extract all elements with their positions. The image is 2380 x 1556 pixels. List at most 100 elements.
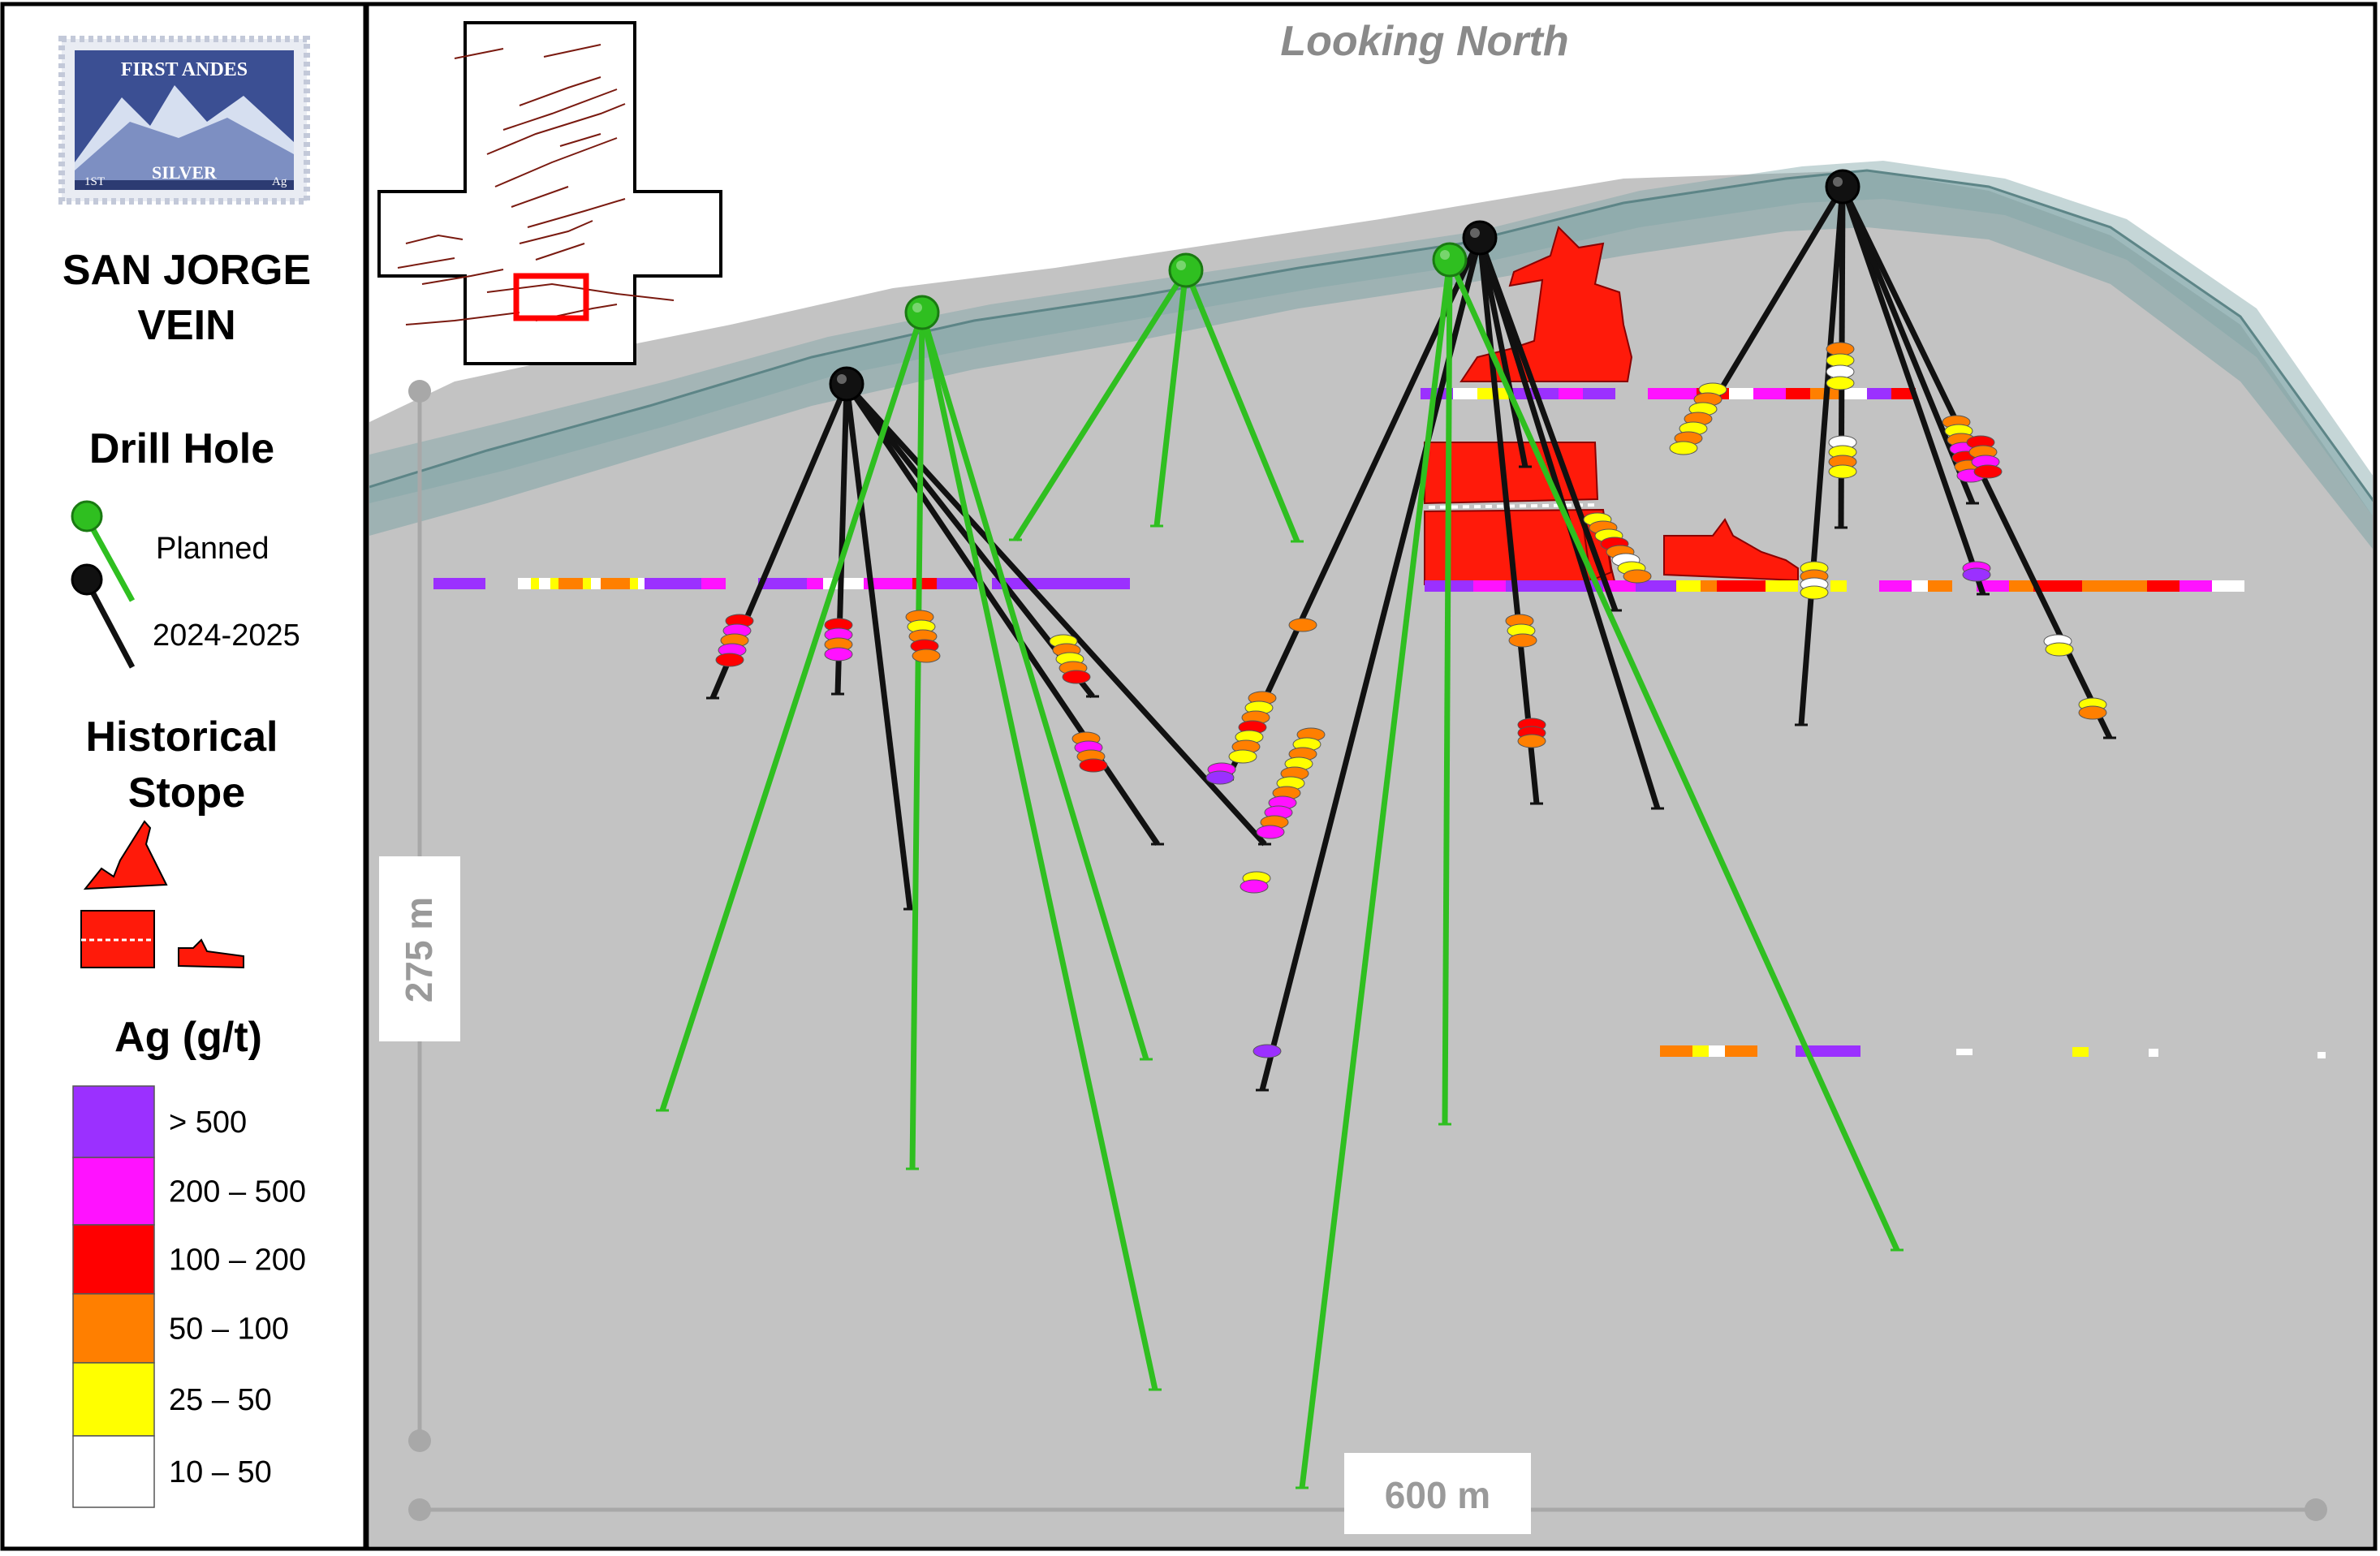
logo-corner-right: Ag [272, 175, 287, 188]
drilled-collar-highlight [1470, 228, 1480, 238]
drilled-collar [829, 366, 864, 402]
channel-sample [2072, 1047, 2089, 1057]
intercept-disc [1517, 734, 1546, 748]
drill-hole-trace [1477, 237, 1528, 468]
stope-heading-line1: Historical [86, 713, 278, 761]
intercept-disc [1205, 770, 1235, 785]
channel-sample [518, 578, 531, 589]
drill-collars [829, 169, 1860, 402]
view-direction-label: Looking North [1280, 18, 1568, 65]
channel-sample [1952, 580, 1977, 592]
channel-sample [539, 578, 550, 589]
drill-hole-trace [844, 381, 1267, 847]
channel-sample [2180, 580, 2212, 592]
intercept-disc [1288, 618, 1317, 632]
channel-sample [1843, 388, 1867, 399]
channel-sample [1741, 1045, 1757, 1057]
channel-sample [1636, 580, 1676, 592]
drilled-hole-symbol-line [84, 581, 136, 669]
stope-heading-line2: Stope [128, 769, 245, 817]
channel-sample [912, 578, 937, 589]
intercept-disc [1973, 464, 2003, 479]
channel-sample [1603, 580, 1636, 592]
drilled-hole-label: 2024-2025 [153, 619, 300, 653]
channel-sample [1709, 1045, 1725, 1057]
channel-sample [1421, 388, 1453, 399]
drilled-collar-highlight [1833, 177, 1843, 187]
stope-symbol [80, 820, 244, 969]
channel-sample [1891, 388, 1916, 399]
intercept-disc [1062, 670, 1091, 684]
channel-sample [2317, 1052, 2326, 1058]
channel-sample [1879, 580, 1912, 592]
planned-collar-highlight [1176, 261, 1186, 270]
horizontal-scale-label: 600 m [1385, 1474, 1490, 1516]
planned-collar-highlight [912, 303, 922, 312]
drill-hole-heading: Drill Hole [89, 425, 274, 472]
drilled-collar [1462, 220, 1498, 256]
channel-sample [583, 578, 591, 589]
assay-intercepts [715, 342, 2107, 1058]
channel-sample [1867, 388, 1891, 399]
grade-swatch [72, 1293, 155, 1364]
topography-line [369, 169, 2373, 502]
logo-bottom-text: SILVER [152, 162, 218, 183]
grade-label: 25 – 50 [169, 1383, 272, 1417]
channel-sample [1676, 580, 1701, 592]
grade-label: 100 – 200 [169, 1244, 306, 1278]
drill-hole-trace [919, 311, 1149, 1061]
grade-swatch [72, 1362, 155, 1437]
channel-sample [638, 578, 645, 589]
grade-label: 10 – 50 [169, 1455, 272, 1489]
channel-sample [531, 578, 539, 589]
legend-panel [0, 2, 368, 1551]
location-inset-map [377, 21, 722, 365]
drilled-hole-symbol-collar [71, 563, 103, 596]
drill-hole-trace [1183, 269, 1300, 543]
drill-hole-trace [1153, 269, 1189, 527]
channel-sample [550, 578, 558, 589]
channel-sample [1583, 388, 1615, 399]
intercept-disc [1962, 567, 1991, 582]
channel-sample [2082, 580, 2147, 592]
grade-swatch [72, 1435, 155, 1508]
channel-sample [2009, 580, 2033, 592]
intercept-disc [2045, 642, 2074, 657]
intercept-disc [824, 647, 853, 662]
grade-label: 200 – 500 [169, 1175, 306, 1209]
channel-sample [1692, 1045, 1709, 1057]
channel-sample [1701, 580, 1717, 592]
intercept-disc [1253, 1044, 1282, 1058]
channel-sample [1753, 388, 1786, 399]
grade-swatch [72, 1085, 155, 1158]
vertical-scale-bar: 275 m [379, 380, 460, 1452]
channel-sample [937, 578, 977, 589]
channel-sample [807, 578, 823, 589]
grade-heading: Ag (g/t) [114, 1014, 262, 1061]
drill-hole-trace [919, 312, 1158, 1390]
channel-sample [758, 578, 807, 589]
intercept-disc [1826, 376, 1855, 390]
drill-hole-trace [1839, 185, 1986, 596]
drilled-collar [1825, 169, 1860, 205]
channel-sample [1766, 580, 1798, 592]
channel-sample [645, 578, 701, 589]
drill-hole-trace [1477, 237, 1540, 804]
drill-hole-trace [909, 312, 925, 1170]
intercept-disc [1228, 749, 1257, 764]
grade-label: > 500 [169, 1106, 247, 1140]
intercept-disc [1623, 569, 1652, 584]
channel-sample [992, 578, 1130, 589]
channel-sample [1453, 388, 1477, 399]
grade-label: 50 – 100 [169, 1312, 289, 1347]
channel-sample [1660, 1045, 1692, 1057]
channel-sample [1648, 388, 1697, 399]
drilled-collar-highlight [837, 374, 847, 384]
intercept-disc [1240, 879, 1269, 894]
intercept-disc [1669, 441, 1698, 455]
planned-collar [1432, 242, 1468, 278]
channel-sample [485, 578, 518, 589]
channel-sample [591, 578, 601, 589]
channel-sample [1725, 1045, 1741, 1057]
